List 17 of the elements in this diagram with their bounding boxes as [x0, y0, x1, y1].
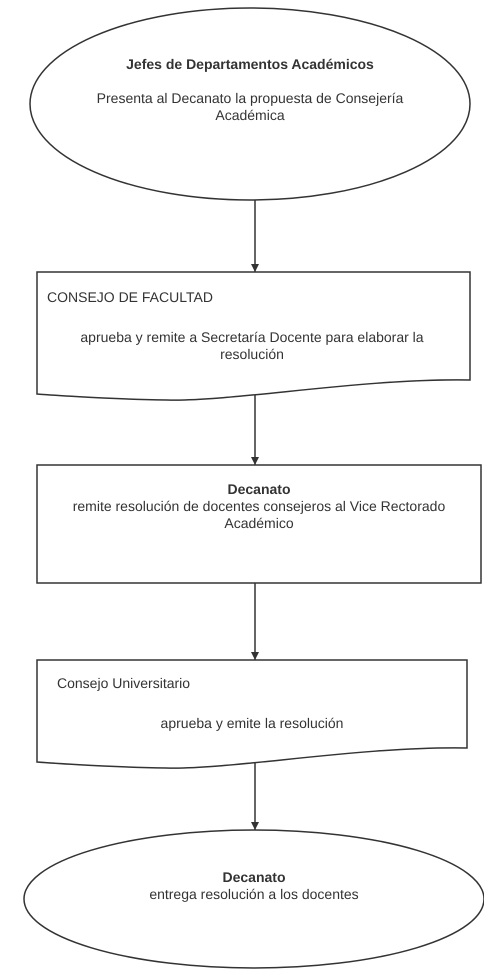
body-text: remite resolución de docentes consejeros al Vice Rectorado Académico — [72, 498, 446, 532]
heading-text: Decanato — [226, 481, 292, 498]
heading-text: CONSEJO DE FACULTAD — [47, 289, 214, 306]
arrow — [251, 583, 259, 660]
document-box — [37, 660, 467, 768]
arrow — [251, 200, 259, 272]
start-ellipse — [30, 8, 470, 200]
body-text: entrega resolución a los docentes — [148, 886, 360, 903]
body-text: aprueba y emite la resolución — [160, 715, 344, 732]
body-text: aprueba y remite a Secretaría Docente para elaborar la resolución — [79, 329, 425, 363]
heading-text: Consejo Universitario — [57, 675, 192, 692]
heading-text: Jefes de Departamentos Académicos — [125, 56, 375, 73]
arrow — [251, 761, 259, 830]
process-box — [37, 465, 481, 583]
document-box — [37, 272, 470, 400]
body-text: Presenta al Decanato la propuesta de Consejería Académica — [96, 90, 404, 124]
heading-text: Decanato — [221, 869, 287, 886]
